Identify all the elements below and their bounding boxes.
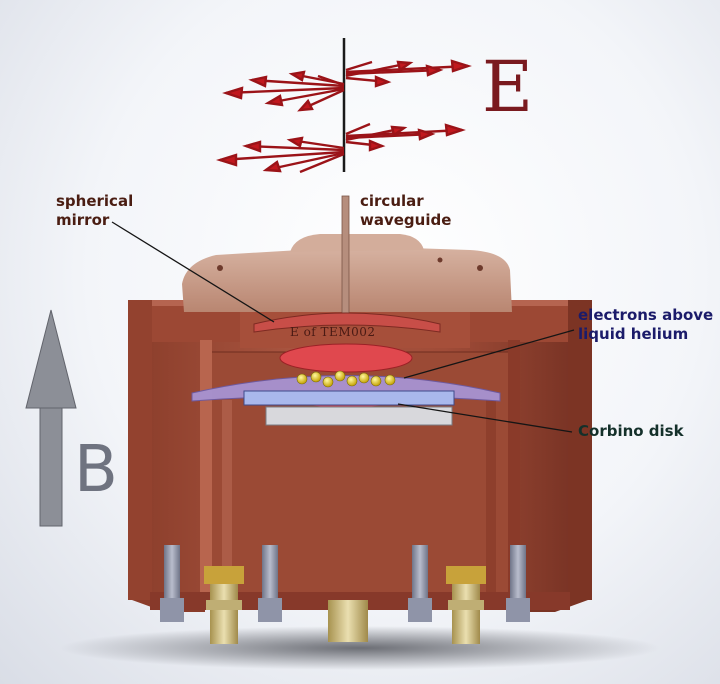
label-spherical-mirror-line2: mirror [56,211,110,229]
leader-lines [111,221,575,433]
electric-field-symbol: E [482,46,534,128]
label-corbino-disk: Corbino disk [578,422,684,440]
connector-icon [204,566,486,644]
spherical-mirror-icon [253,312,441,333]
label-electrons-line2: liquid helium [578,325,689,343]
label-circular-waveguide-line1: circular [360,192,424,210]
circular-waveguide-icon [341,195,350,317]
electric-field-arrows-icon [215,38,472,174]
label-circular-waveguide-line2: waveguide [360,211,452,229]
corbino-disk-icon [243,390,455,426]
label-circular-waveguide: circular waveguide [360,192,451,230]
screw-icon [160,545,530,622]
magnetic-field-arrow-icon [25,309,77,527]
magnetic-field-symbol: B [74,433,118,507]
label-spherical-mirror: spherical mirror [56,192,133,230]
label-mode-name: E of TEM002 [290,325,376,339]
label-electrons-line1: electrons above [578,306,714,324]
label-electrons: electrons above liquid helium [578,306,713,344]
label-spherical-mirror-line1: spherical [56,192,134,210]
electron-icon [296,370,396,388]
